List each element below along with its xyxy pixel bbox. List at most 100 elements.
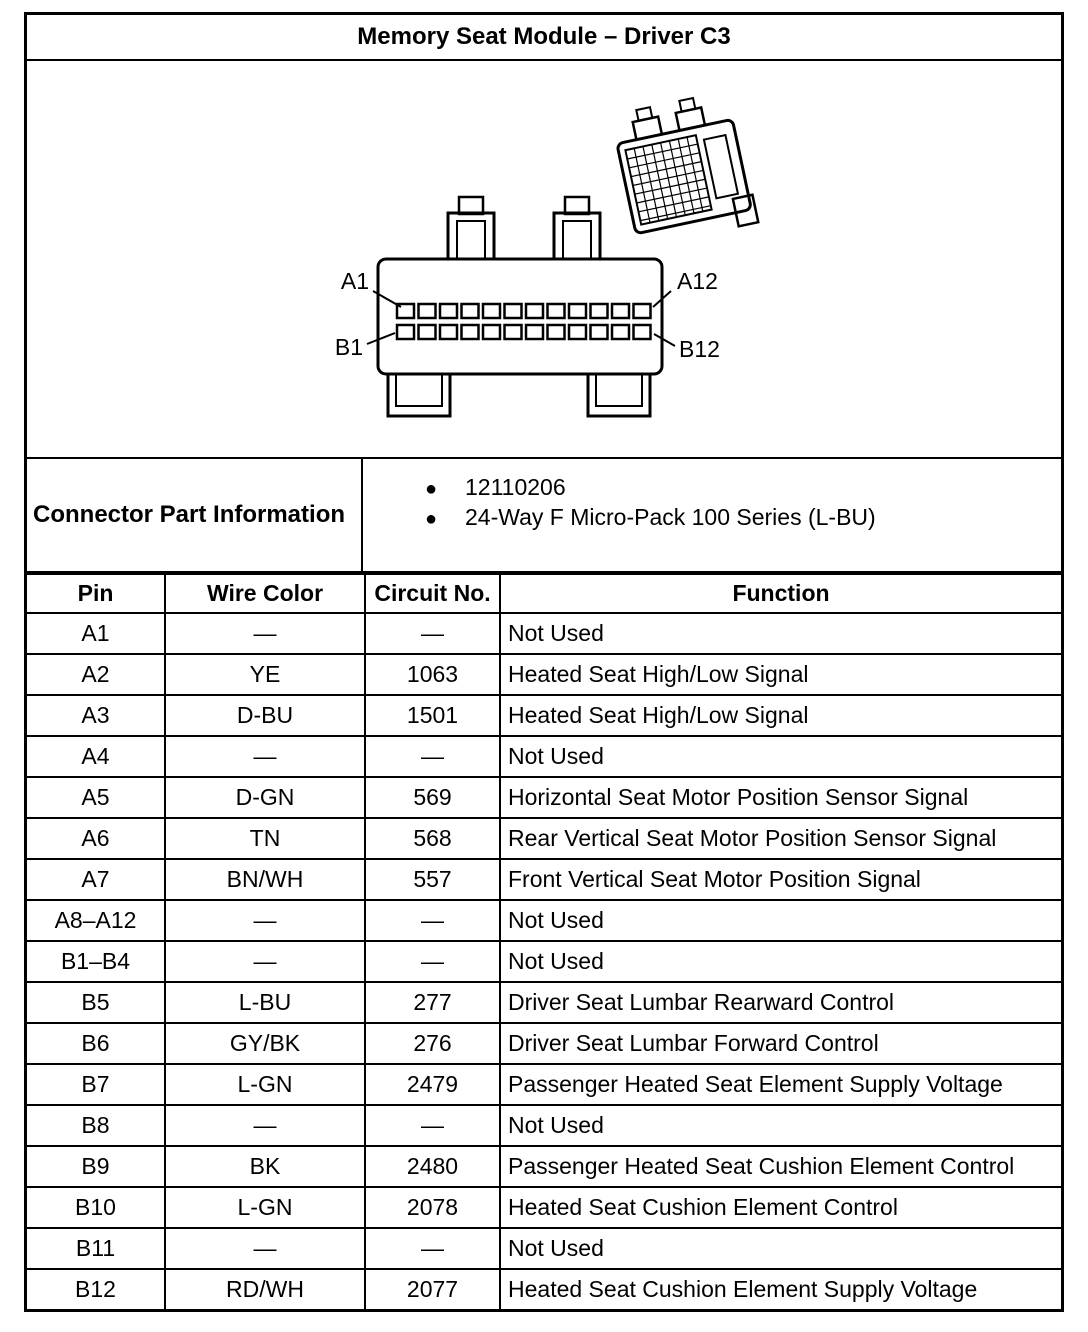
cell-function: Heated Seat High/Low Signal — [499, 653, 1061, 696]
cell-wire-color: — — [164, 899, 366, 942]
table-row: B11 — — Not Used — [27, 1227, 1061, 1270]
connector-diagram: A1 A12 B1 B12 — [27, 61, 1061, 459]
cell-function: Not Used — [499, 612, 1061, 655]
cell-pin: B1–B4 — [27, 940, 166, 983]
cell-circuit-no: 2078 — [364, 1186, 501, 1229]
cell-pin: B12 — [27, 1268, 166, 1309]
cell-pin: A6 — [27, 817, 166, 860]
pinout-table-header: Pin Wire Color Circuit No. Function — [27, 573, 1061, 614]
cell-circuit-no: — — [364, 1104, 501, 1147]
cell-wire-color: BN/WH — [164, 858, 366, 901]
table-row: A4 — — Not Used — [27, 735, 1061, 778]
cell-wire-color: D-GN — [164, 776, 366, 819]
connector-sheet: Memory Seat Module – Driver C3 — [24, 12, 1064, 1312]
bullet-icon: ● — [425, 508, 438, 530]
cell-wire-color: BK — [164, 1145, 366, 1188]
part-info-item: ● 24-Way F Micro-Pack 100 Series (L-BU) — [363, 504, 1061, 531]
cell-circuit-no: — — [364, 940, 501, 983]
pin-label-b1: B1 — [335, 334, 363, 360]
cell-pin: B8 — [27, 1104, 166, 1147]
cell-function: Rear Vertical Seat Motor Position Sensor… — [499, 817, 1061, 860]
cell-pin: B5 — [27, 981, 166, 1024]
cell-function: Heated Seat Cushion Element Control — [499, 1186, 1061, 1229]
table-row: B8 — — Not Used — [27, 1104, 1061, 1147]
table-row: A7 BN/WH 557 Front Vertical Seat Motor P… — [27, 858, 1061, 901]
cell-function: Driver Seat Lumbar Forward Control — [499, 1022, 1061, 1065]
part-number: 12110206 — [465, 474, 566, 500]
table-row: A6 TN 568 Rear Vertical Seat Motor Posit… — [27, 817, 1061, 860]
cell-circuit-no: 569 — [364, 776, 501, 819]
part-info-item: ● 12110206 — [363, 474, 1061, 501]
cell-function: Passenger Heated Seat Element Supply Vol… — [499, 1063, 1061, 1106]
connector-series: 24-Way F Micro-Pack 100 Series (L-BU) — [465, 504, 876, 530]
cell-function: Not Used — [499, 1104, 1061, 1147]
cell-wire-color: YE — [164, 653, 366, 696]
cell-pin: A2 — [27, 653, 166, 696]
cell-function: Not Used — [499, 735, 1061, 778]
cell-pin: B9 — [27, 1145, 166, 1188]
connector-drawing-icon: A1 A12 B1 B12 — [335, 96, 760, 418]
cell-function: Horizontal Seat Motor Position Sensor Si… — [499, 776, 1061, 819]
cell-circuit-no: — — [364, 899, 501, 942]
cell-circuit-no: 2077 — [364, 1268, 501, 1309]
cell-pin: B7 — [27, 1063, 166, 1106]
table-row: B7 L-GN 2479 Passenger Heated Seat Eleme… — [27, 1063, 1061, 1106]
bullet-icon: ● — [425, 478, 438, 500]
header-pin: Pin — [27, 573, 166, 614]
cell-wire-color: D-BU — [164, 694, 366, 737]
cell-circuit-no: — — [364, 735, 501, 778]
header-wire-color: Wire Color — [164, 573, 366, 614]
cell-circuit-no: — — [364, 612, 501, 655]
table-row: A2 YE 1063 Heated Seat High/Low Signal — [27, 653, 1061, 696]
connector-perspective-view — [616, 96, 760, 235]
table-row: B12 RD/WH 2077 Heated Seat Cushion Eleme… — [27, 1268, 1061, 1309]
table-row: B1–B4 — — Not Used — [27, 940, 1061, 983]
cell-circuit-no: 2480 — [364, 1145, 501, 1188]
part-info-row: Connector Part Information ● 12110206 ● … — [27, 459, 1061, 573]
cell-pin: A7 — [27, 858, 166, 901]
cell-wire-color: — — [164, 940, 366, 983]
cell-circuit-no: 2479 — [364, 1063, 501, 1106]
table-row: A3 D-BU 1501 Heated Seat High/Low Signal — [27, 694, 1061, 737]
table-row: A8–A12 — — Not Used — [27, 899, 1061, 942]
cell-circuit-no: 1501 — [364, 694, 501, 737]
table-row: B10 L-GN 2078 Heated Seat Cushion Elemen… — [27, 1186, 1061, 1229]
cell-circuit-no: 1063 — [364, 653, 501, 696]
cell-function: Heated Seat Cushion Element Supply Volta… — [499, 1268, 1061, 1309]
cell-wire-color: L-BU — [164, 981, 366, 1024]
cell-circuit-no: 557 — [364, 858, 501, 901]
cell-pin: A3 — [27, 694, 166, 737]
part-info-label: Connector Part Information — [27, 459, 363, 571]
cell-function: Not Used — [499, 940, 1061, 983]
table-row: B5 L-BU 277 Driver Seat Lumbar Rearward … — [27, 981, 1061, 1024]
cell-pin: B6 — [27, 1022, 166, 1065]
cell-wire-color: RD/WH — [164, 1268, 366, 1309]
pin-label-a1: A1 — [341, 268, 369, 294]
cell-function: Not Used — [499, 899, 1061, 942]
table-row: A5 D-GN 569 Horizontal Seat Motor Positi… — [27, 776, 1061, 819]
cell-wire-color: — — [164, 612, 366, 655]
cell-wire-color: GY/BK — [164, 1022, 366, 1065]
cell-wire-color: L-GN — [164, 1063, 366, 1106]
cell-function: Heated Seat High/Low Signal — [499, 694, 1061, 737]
pin-table-body: A1 — — Not Used A2 YE 1063 Heated Seat H… — [27, 612, 1061, 1309]
cell-pin: B11 — [27, 1227, 166, 1270]
cell-pin: A4 — [27, 735, 166, 778]
pin-label-a12: A12 — [677, 268, 718, 294]
header-circuit-no: Circuit No. — [364, 573, 501, 614]
cell-wire-color: — — [164, 1227, 366, 1270]
cell-function: Passenger Heated Seat Cushion Element Co… — [499, 1145, 1061, 1188]
cell-pin: A5 — [27, 776, 166, 819]
page-title: Memory Seat Module – Driver C3 — [357, 23, 731, 50]
cell-wire-color: L-GN — [164, 1186, 366, 1229]
cell-pin: A1 — [27, 612, 166, 655]
cell-circuit-no: — — [364, 1227, 501, 1270]
pin-label-b12: B12 — [679, 336, 720, 362]
cell-circuit-no: 276 — [364, 1022, 501, 1065]
table-row: A1 — — Not Used — [27, 612, 1061, 655]
cell-wire-color: — — [164, 735, 366, 778]
pinout-table: Pin Wire Color Circuit No. Function A1 —… — [27, 573, 1061, 1309]
title-bar: Memory Seat Module – Driver C3 — [27, 15, 1061, 61]
leader-lines — [366, 290, 676, 347]
